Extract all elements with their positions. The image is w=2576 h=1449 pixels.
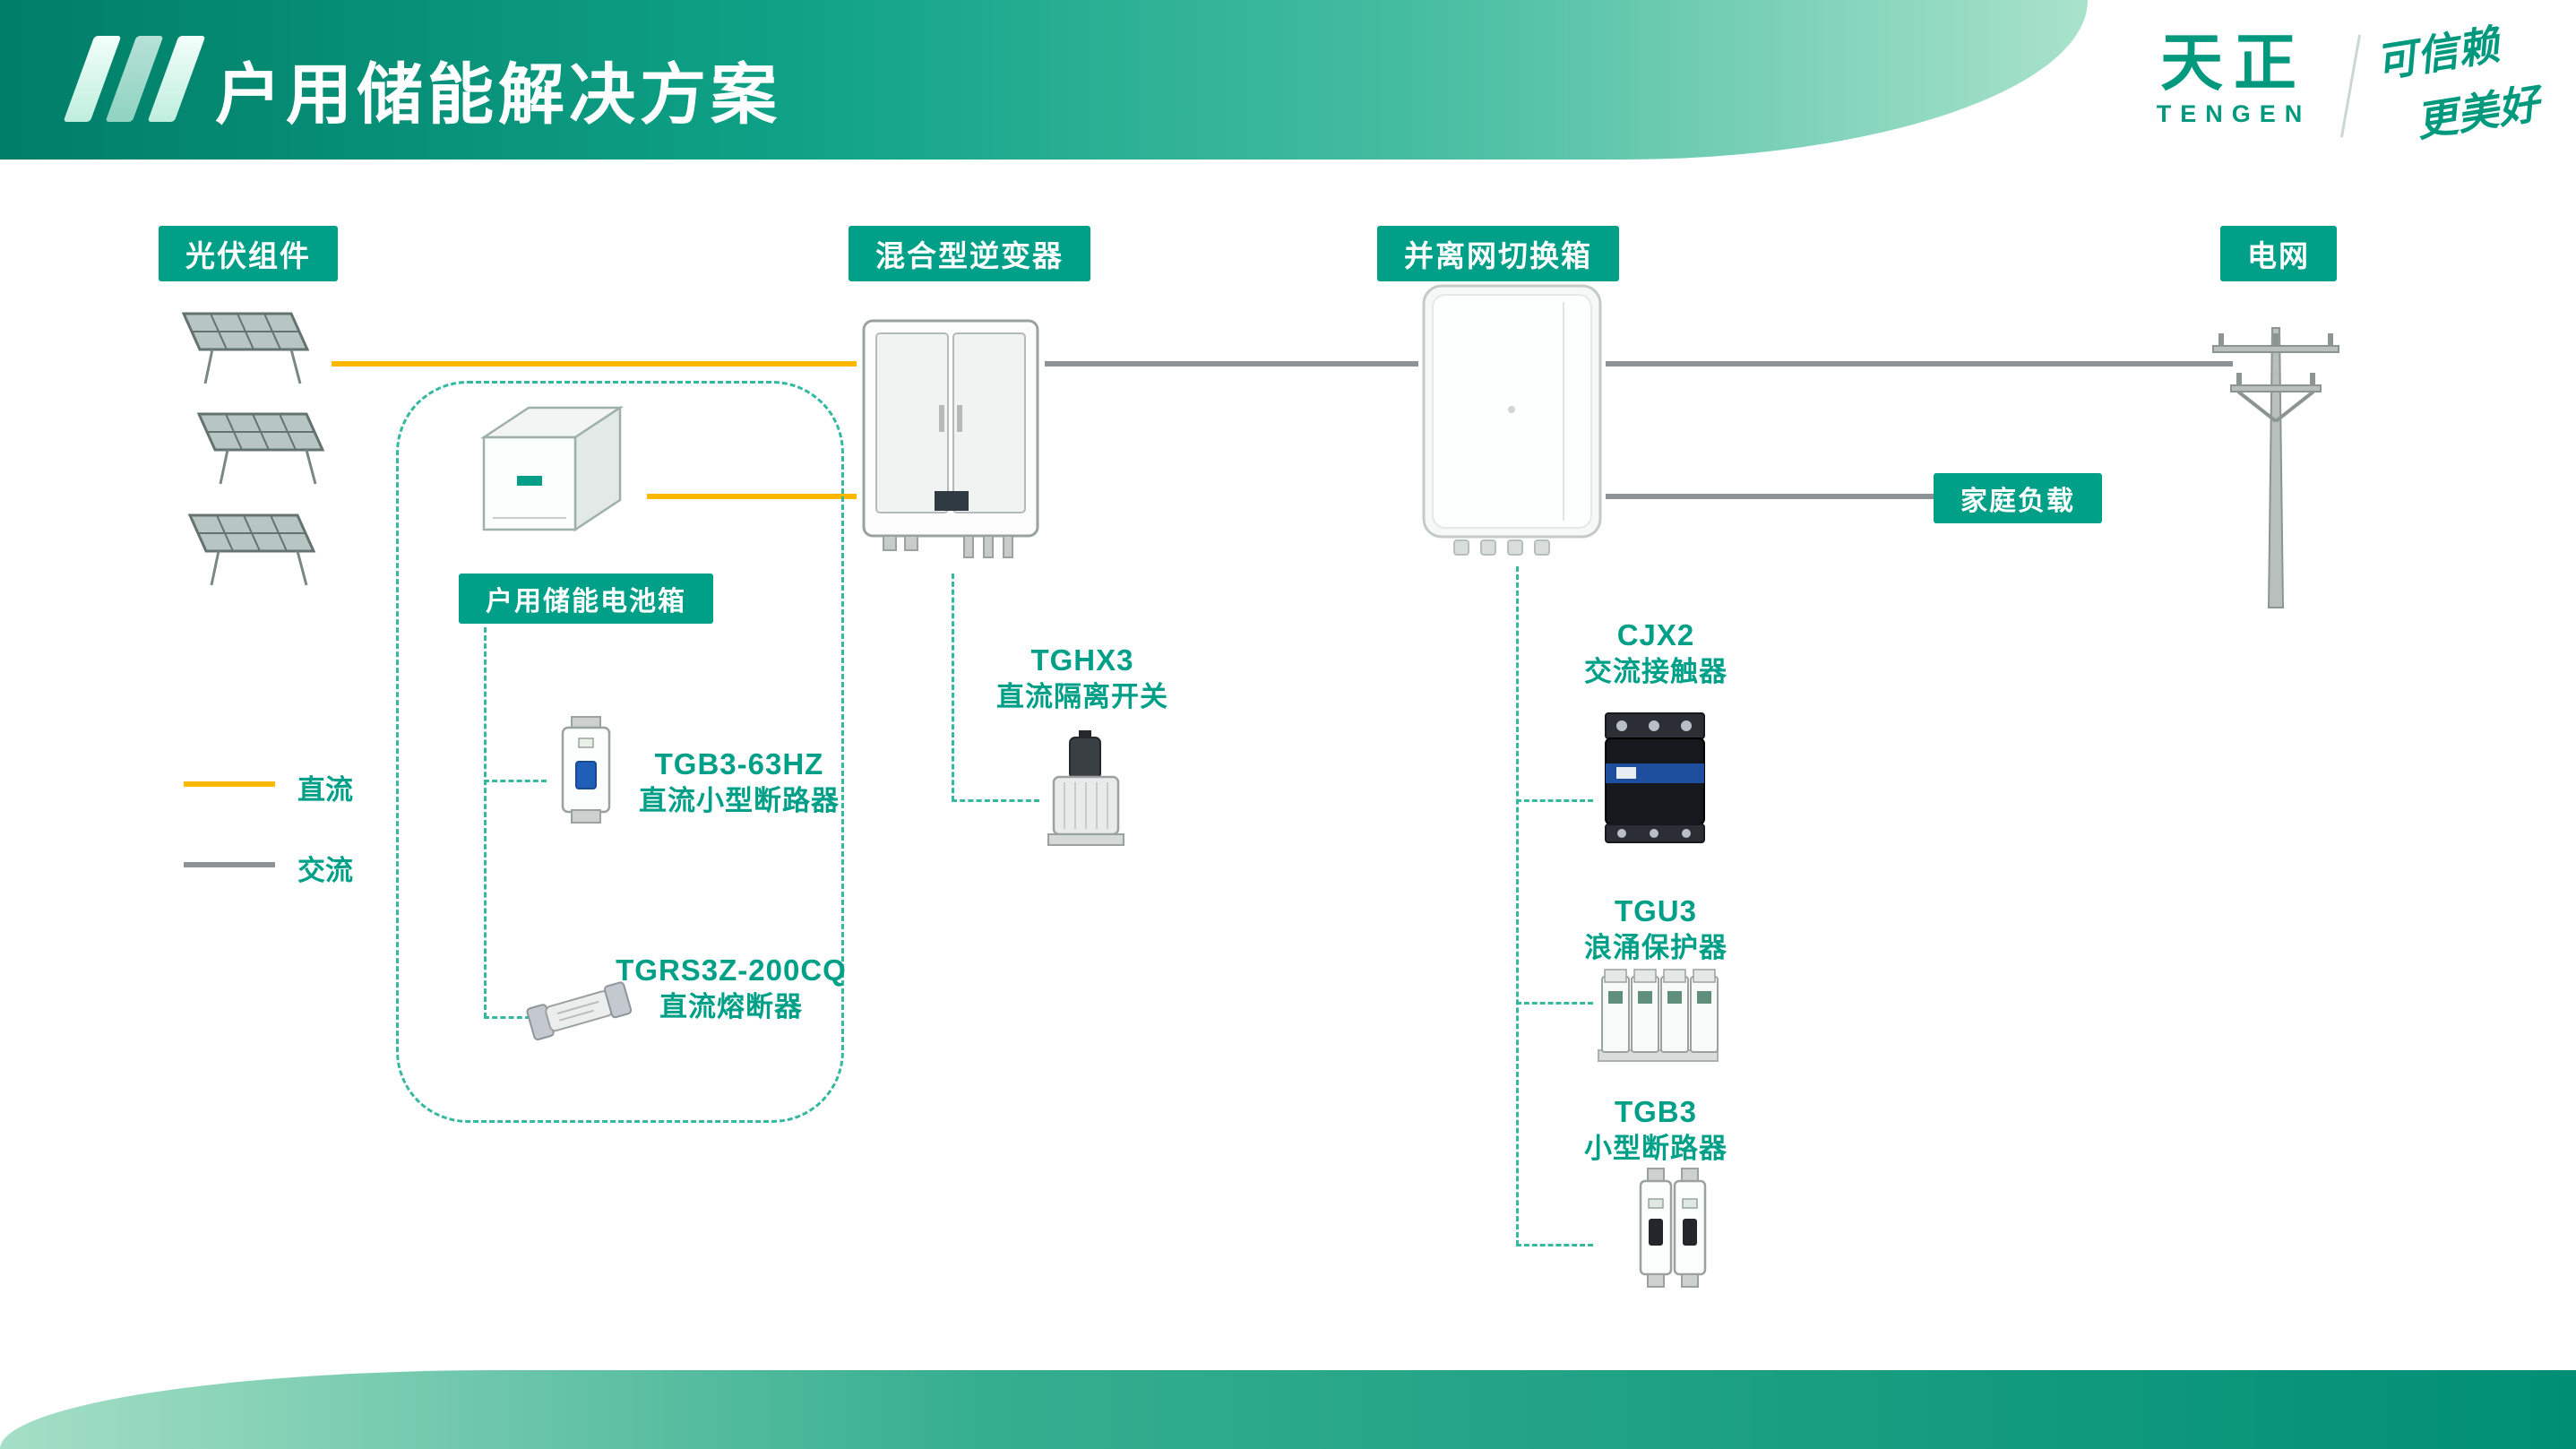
tgrs3z-fuse-icon — [521, 968, 638, 1053]
switchbox-callout-branch-tgu3 — [1516, 1002, 1593, 1005]
title-stripes-icon — [63, 36, 206, 122]
pv-module-badge: 光伏组件 — [159, 226, 338, 281]
inverter-callout-line — [952, 574, 954, 801]
cjx2-contactor-icon — [1595, 708, 1716, 847]
dc-line-pv-to-inverter — [332, 361, 857, 367]
tgb3-63hz-label: TGB3-63HZ 直流小型断路器 — [639, 747, 840, 817]
battery-callout-line — [484, 627, 487, 1018]
grid-pole-icon — [2195, 303, 2356, 617]
solar-panel-icon — [163, 505, 320, 599]
header-banner — [0, 0, 2088, 160]
tgb3-breaker-icon — [1626, 1165, 1720, 1295]
brand-tagline: 可信赖 更美好 — [2366, 2, 2576, 155]
switchbox-callout-branch-tgb3 — [1516, 1244, 1593, 1246]
logo-cn-text: 天正 — [2160, 28, 2307, 98]
solar-panel-icon — [172, 403, 329, 497]
switchbox-callout-line — [1516, 566, 1519, 1246]
legend-dc-label: 直流 — [297, 774, 353, 806]
inverter-callout-branch — [952, 799, 1039, 802]
page-title: 户用储能解决方案 — [215, 57, 781, 132]
tgu3-label: TGU3 浪涌保护器 — [1584, 894, 1727, 964]
logo-en-text: TENGEN — [2156, 99, 2312, 127]
tghx3-label: TGHX3 直流隔离开关 — [996, 643, 1168, 713]
logo-divider — [2339, 34, 2362, 138]
tgb3-label: TGB3 小型断路器 — [1584, 1095, 1727, 1165]
switchbox-icon — [1418, 282, 1606, 560]
solar-panel-icon — [157, 303, 314, 397]
ac-line-switchbox-to-load — [1606, 494, 1937, 499]
home-load-badge: 家庭负载 — [1934, 473, 2102, 523]
legend-dc-swatch — [184, 781, 275, 787]
grid-badge: 电网 — [2220, 226, 2337, 281]
ac-line-switchbox-to-grid — [1606, 361, 2233, 367]
switchbox-badge: 并离网切换箱 — [1377, 226, 1619, 281]
legend-ac-swatch — [184, 862, 275, 867]
dc-line-battery-to-inverter — [647, 494, 857, 499]
footer-banner — [0, 1370, 2576, 1449]
tgu3-surge-protector-icon — [1593, 964, 1723, 1067]
battery-callout-branch-fuse — [484, 1016, 530, 1019]
battery-callout-branch-breaker — [484, 780, 547, 782]
tghx3-isolator-icon — [1039, 730, 1133, 851]
inverter-icon — [857, 315, 1045, 568]
switchbox-callout-branch-cjx2 — [1516, 799, 1593, 802]
battery-box-icon — [466, 397, 636, 545]
ac-line-inverter-to-switchbox — [1045, 361, 1418, 367]
battery-box-badge: 户用储能电池箱 — [459, 574, 713, 624]
legend-ac-label: 交流 — [297, 855, 353, 886]
tgrs3z-label: TGRS3Z-200CQ 直流熔断器 — [616, 953, 847, 1023]
tgb3-63hz-breaker-icon — [548, 715, 624, 824]
tengen-logo: 天正 TENGEN — [2140, 30, 2328, 128]
battery-group-outline — [396, 381, 844, 1123]
inverter-badge: 混合型逆变器 — [849, 226, 1090, 281]
cjx2-label: CJX2 交流接触器 — [1584, 618, 1727, 688]
